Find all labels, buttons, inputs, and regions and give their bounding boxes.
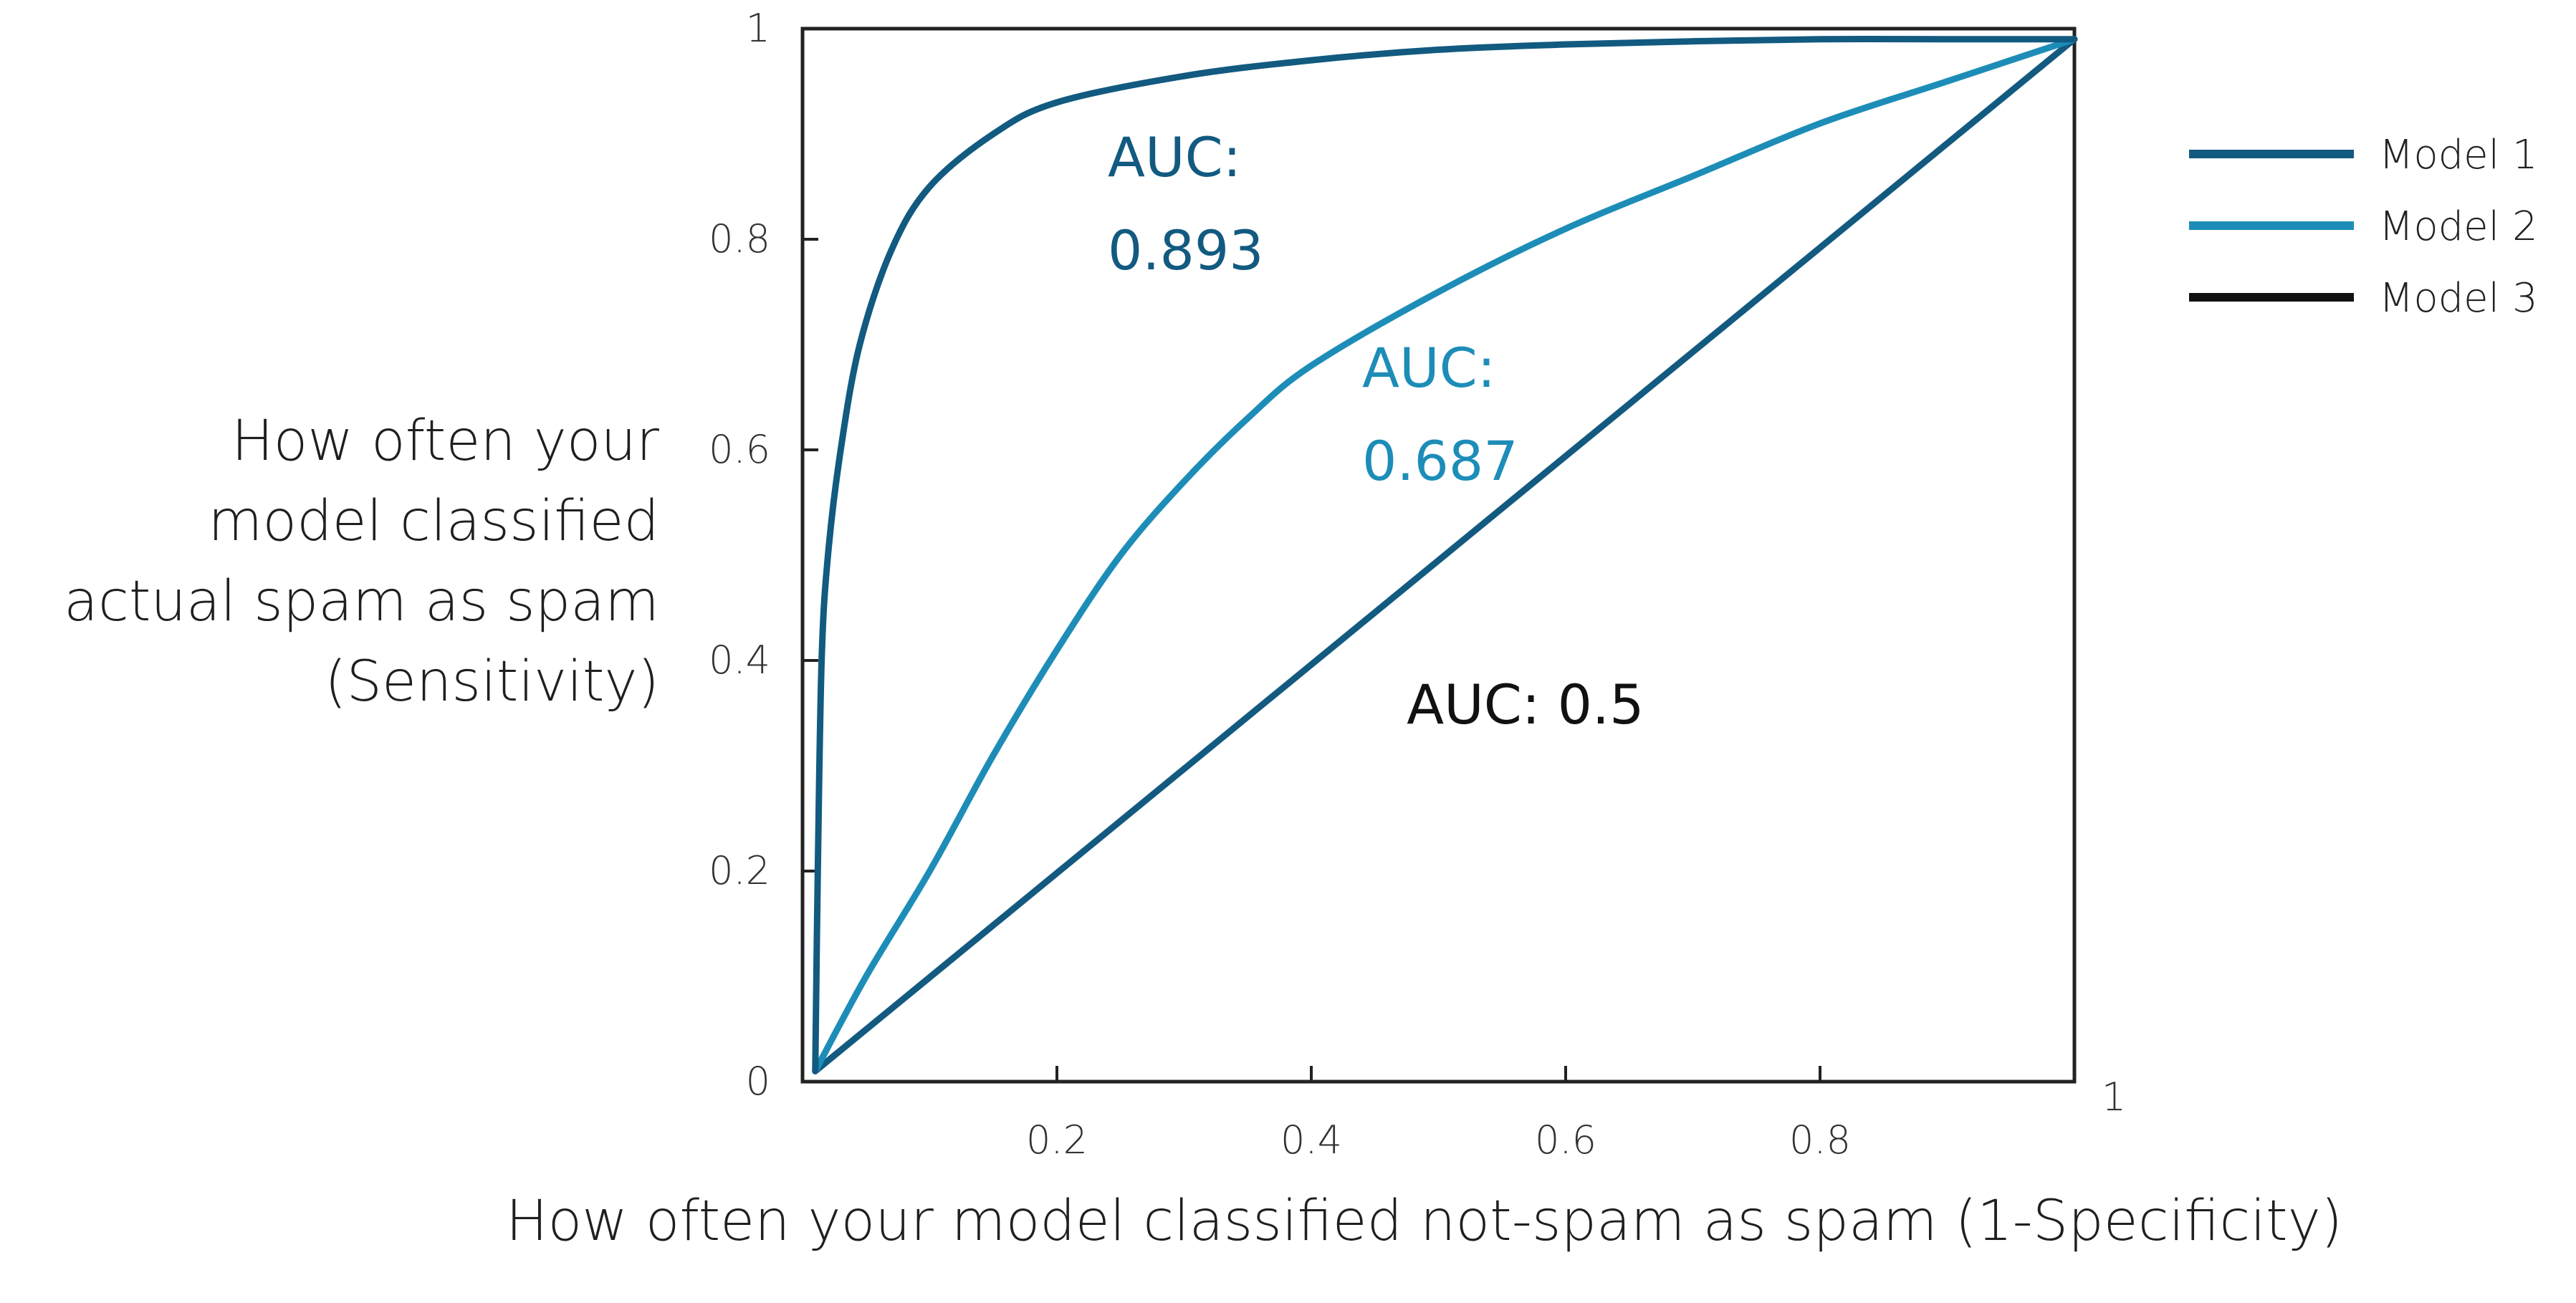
y-axis: 0 0.2 0.4 0.6 0.8 1 <box>709 6 818 1104</box>
series-line-model-2 <box>812 36 2078 1074</box>
auc-annotation: AUC: 0.5 <box>1407 673 1644 736</box>
y-axis-label-line: actual spam as spam <box>64 569 659 634</box>
auc-annotation: AUC: <box>1108 125 1241 189</box>
x-tick-label: 0.2 <box>1026 1117 1088 1163</box>
legend-label: Model 2 <box>2379 203 2538 250</box>
series-line-model-3 <box>812 36 2078 1074</box>
auc-annotation: 0.893 <box>1108 218 1264 282</box>
x-tick-label: 0.6 <box>1535 1117 1596 1163</box>
x-tick-label: 0.4 <box>1280 1117 1342 1163</box>
legend: Model 1 Model 2 Model 3 <box>2189 132 2538 322</box>
x-axis-label: How often your model classified not-spam… <box>505 1189 2343 1254</box>
x-end-label: 1 <box>2102 1074 2126 1120</box>
y-axis-label-line: model classified <box>208 489 659 554</box>
y-tick-label: 0.2 <box>709 848 770 893</box>
legend-label: Model 1 <box>2379 132 2538 178</box>
y-tick-label: 0 <box>746 1059 770 1104</box>
series-line-model-1 <box>812 35 2078 1074</box>
y-axis-label-line: (Sensitivity) <box>325 650 659 714</box>
y-tick-label: 0.8 <box>709 216 770 261</box>
y-tick-label: 0.6 <box>709 427 770 472</box>
y-axis-label: How often your model classified actual s… <box>64 401 659 722</box>
x-tick-label: 0.8 <box>1789 1117 1851 1163</box>
y-tick-label: 0.4 <box>709 638 770 683</box>
y-axis-label-line: How often your <box>231 409 659 473</box>
series-lines <box>812 35 2078 1074</box>
auc-annotation: 0.687 <box>1362 429 1518 493</box>
legend-label: Model 3 <box>2379 275 2538 322</box>
x-axis: 0.2 0.4 0.6 0.8 1 <box>1026 1066 2126 1163</box>
y-tick-label: 1 <box>746 6 770 51</box>
plot-frame <box>800 27 2077 1084</box>
auc-annotation: AUC: <box>1362 336 1495 400</box>
